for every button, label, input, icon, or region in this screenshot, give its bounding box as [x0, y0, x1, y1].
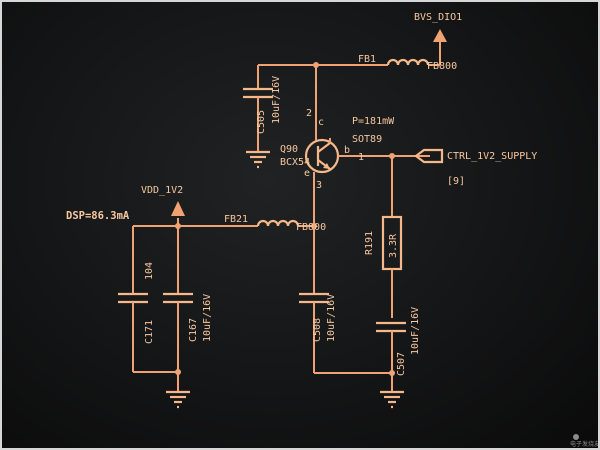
capacitor-c171: 104 C171: [118, 226, 155, 372]
q90-ref: Q90: [280, 144, 298, 155]
q90-pin-c: c: [318, 117, 324, 128]
c171-value: 104: [144, 262, 155, 280]
ferrite-bead-fb21: FB21 FB800: [224, 214, 326, 233]
fb21-ref: FB21: [224, 214, 248, 225]
transistor-q90: 2 c b 1 e 3 Q90 BCX54 P=181mW SOT89: [280, 62, 430, 226]
top-rail: [258, 42, 441, 66]
c167-value: 10uF/16V: [202, 294, 213, 342]
q90-pin-2: 2: [306, 108, 312, 119]
r191-value: 3.3R: [388, 233, 399, 258]
fb1-value: FB800: [427, 61, 457, 72]
dsp-current-annotation: DSP=86.3mA: [66, 210, 130, 222]
c171-ref: C171: [144, 320, 155, 344]
bvs-dio1-power-arrow: BVS_DIO1: [414, 12, 462, 42]
net-ref-ctrl-supply: [9]: [447, 176, 465, 187]
r191-ref: R191: [364, 231, 375, 255]
c167-ref: C167: [188, 318, 199, 342]
c505-value: 10uF/16V: [271, 76, 282, 124]
capacitor-c508: C508 10uF/16V: [299, 226, 337, 373]
c507-ref: C507: [396, 352, 407, 376]
left-ground-bus: [133, 369, 190, 409]
ferrite-bead-fb1: FB1 FB800: [358, 54, 457, 72]
net-label-bvs-dio1: BVS_DIO1: [414, 12, 462, 23]
c508-value: 10uF/16V: [326, 294, 337, 342]
q90-part-number: BCX54: [280, 157, 310, 168]
capacitor-c167: C167 10uF/16V: [163, 226, 213, 372]
right-ground-bus: [314, 370, 404, 409]
q90-pin-b: b: [344, 145, 350, 156]
watermark-logo: 电子发烧友: [570, 434, 600, 448]
q90-package: SOT89: [352, 134, 382, 145]
net-label-ctrl-supply: CTRL_1V2_SUPPLY: [447, 151, 537, 162]
q90-pin-e: e: [304, 168, 310, 179]
c507-value: 10uF/16V: [410, 307, 421, 355]
ground-c505: [246, 150, 270, 169]
resistor-r191: R191 3.3R: [364, 156, 403, 318]
capacitor-c505: C505 10uF/16V: [243, 65, 282, 152]
vdd-1v2-power-arrow: VDD_1V2: [141, 185, 185, 216]
fb21-value: FB800: [296, 222, 326, 233]
q90-pin-3: 3: [316, 180, 322, 191]
capacitor-c507: C507 10uF/16V: [376, 307, 421, 376]
c505-ref: C505: [256, 110, 267, 134]
c508-ref: C508: [312, 318, 323, 342]
q90-power: P=181mW: [352, 116, 395, 127]
fb1-ref: FB1: [358, 54, 376, 65]
watermark-text: 电子发烧友: [570, 440, 600, 448]
net-label-vdd-1v2: VDD_1V2: [141, 185, 183, 196]
q90-pin-1: 1: [358, 152, 364, 163]
